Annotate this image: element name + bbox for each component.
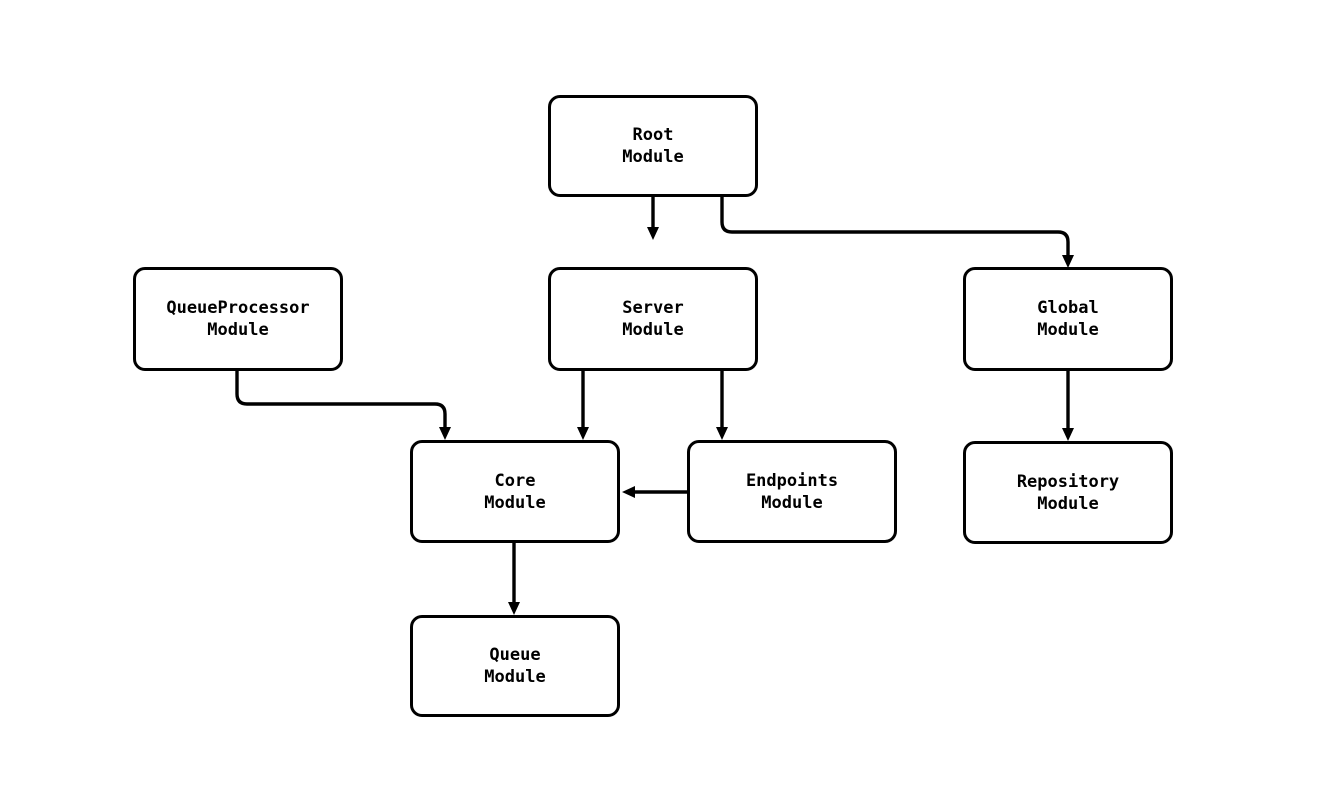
node-core-label: Core Module (484, 470, 546, 513)
node-endpoints[interactable]: Endpoints Module (687, 440, 897, 543)
node-server-label: Server Module (622, 298, 684, 340)
node-core[interactable]: Core Module (410, 440, 620, 543)
node-root[interactable]: Root Module (548, 95, 758, 197)
node-endpoints-label: Endpoints Module (745, 470, 839, 513)
node-queueprocessor[interactable]: QueueProcessor Module (133, 267, 343, 371)
edge-root-global (720, 197, 1074, 268)
node-repository[interactable]: Repository Module (963, 441, 1173, 544)
node-queueprocessor-label: QueueProcessor Module (166, 298, 310, 340)
node-server[interactable]: Server Module (548, 267, 758, 371)
edge-queueprocessor-core (235, 371, 451, 440)
node-root-label: Root Module (622, 125, 684, 167)
node-queue-label: Queue Module (484, 645, 546, 687)
node-repository-label: Repository Module (1016, 471, 1120, 514)
node-global[interactable]: Global Module (963, 267, 1173, 371)
node-global-label: Global Module (1037, 298, 1099, 340)
node-queue[interactable]: Queue Module (410, 615, 620, 717)
